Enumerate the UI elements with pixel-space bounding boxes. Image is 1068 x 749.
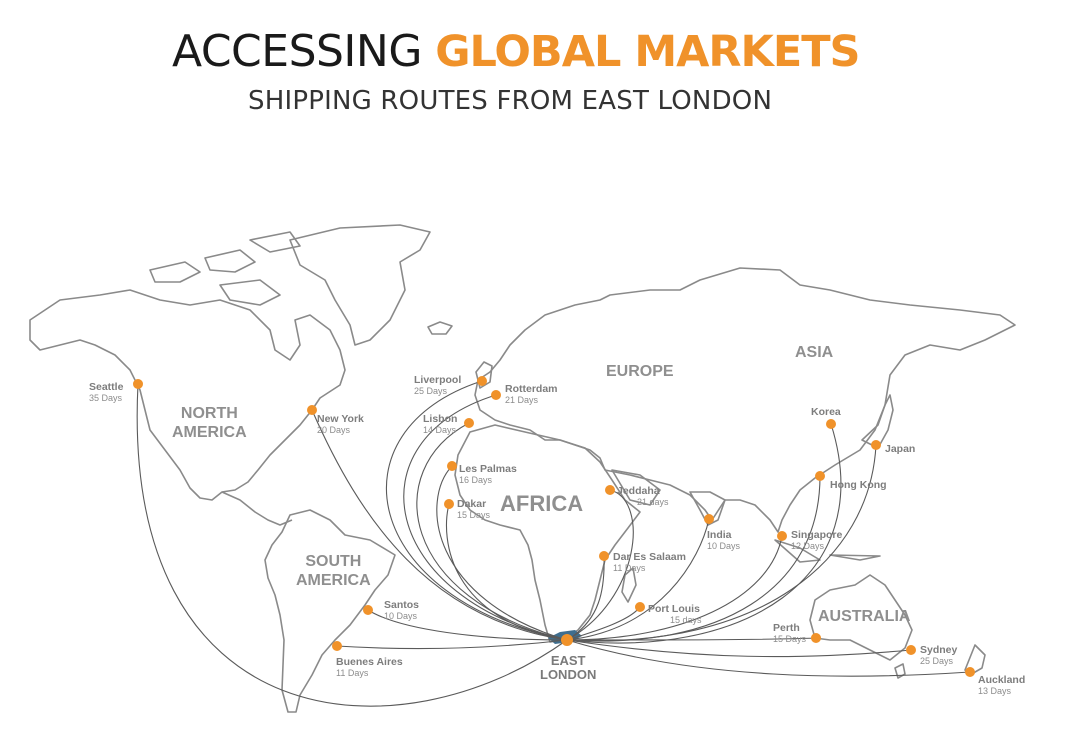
route-rotterdam bbox=[403, 394, 568, 641]
port-label-korea: Korea bbox=[811, 406, 841, 418]
route-auckland bbox=[566, 639, 971, 677]
page-subtitle: SHIPPING ROUTES FROM EAST LONDON bbox=[248, 86, 773, 116]
route-singapore bbox=[566, 535, 783, 641]
port-label-hong-kong: Hong Kong bbox=[830, 479, 887, 491]
route-india bbox=[566, 518, 710, 641]
route-buenos-aires bbox=[336, 639, 568, 650]
route-new-york bbox=[311, 409, 568, 641]
port-dot-hong-kong bbox=[815, 471, 825, 481]
port-dot-les-palmas bbox=[447, 461, 457, 471]
land-south-america bbox=[264, 509, 396, 713]
land-madagascar bbox=[621, 567, 637, 603]
land-india bbox=[689, 491, 726, 526]
port-dot-liverpool bbox=[477, 376, 487, 386]
port-dot-korea bbox=[826, 419, 836, 429]
route-dar-es-salaam bbox=[566, 555, 605, 641]
land-iceland bbox=[427, 321, 453, 335]
port-label-japan: Japan bbox=[885, 443, 916, 455]
port-dot-port-louis bbox=[635, 602, 645, 612]
shipping-routes bbox=[136, 380, 971, 707]
land-uk bbox=[475, 361, 493, 389]
continent-europe: EUROPE bbox=[606, 363, 674, 380]
port-dot-seattle bbox=[133, 379, 143, 389]
land-arctic-islands bbox=[149, 231, 301, 306]
land-central-america bbox=[221, 491, 293, 526]
continent-africa: AFRICA bbox=[500, 491, 584, 516]
title-light: ACCESSING bbox=[172, 26, 422, 77]
land-arabia bbox=[611, 469, 661, 506]
continent-asia: ASIA bbox=[795, 344, 834, 361]
route-santos bbox=[367, 609, 568, 641]
port-dot-auckland bbox=[965, 667, 975, 677]
land-tasmania bbox=[894, 663, 906, 679]
route-seattle bbox=[136, 383, 568, 707]
port-dot-singapore bbox=[777, 531, 787, 541]
port-dot-buenos-aires bbox=[332, 641, 342, 651]
route-dakar bbox=[445, 503, 568, 641]
land-australia bbox=[809, 574, 913, 661]
route-lisbon bbox=[416, 422, 568, 641]
land-indonesia bbox=[774, 539, 881, 563]
port-dot-japan bbox=[871, 440, 881, 450]
route-perth bbox=[566, 637, 817, 641]
route-port-louis bbox=[566, 606, 641, 641]
port-dot-jeddah bbox=[605, 485, 615, 495]
port-dot-new-york bbox=[307, 405, 317, 415]
port-dot-dar-es-salaam bbox=[599, 551, 609, 561]
port-dot-perth bbox=[811, 633, 821, 643]
route-japan bbox=[566, 444, 877, 642]
hub-dot-east-london bbox=[561, 634, 573, 646]
land-eurasia bbox=[474, 267, 1016, 533]
route-sydney bbox=[566, 639, 912, 658]
land-greenland bbox=[289, 224, 431, 346]
port-dot-india bbox=[704, 514, 714, 524]
port-dot-santos bbox=[363, 605, 373, 615]
land-north-america bbox=[29, 289, 346, 501]
title-bold: GLOBAL MARKETS bbox=[435, 27, 860, 77]
page-title: ACCESSING GLOBAL MARKETS bbox=[172, 22, 861, 80]
route-les-palmas bbox=[436, 465, 568, 641]
land-new-zealand bbox=[964, 644, 986, 676]
port-markers bbox=[133, 376, 975, 677]
route-jeddah bbox=[566, 489, 634, 641]
port-dot-rotterdam bbox=[491, 390, 501, 400]
continent-australia: AUSTRALIA bbox=[818, 608, 911, 625]
land-africa bbox=[454, 424, 641, 643]
route-korea bbox=[566, 423, 842, 644]
route-liverpool bbox=[385, 380, 568, 641]
port-dot-lisbon bbox=[464, 418, 474, 428]
port-dot-sydney bbox=[906, 645, 916, 655]
port-dot-dakar bbox=[444, 499, 454, 509]
